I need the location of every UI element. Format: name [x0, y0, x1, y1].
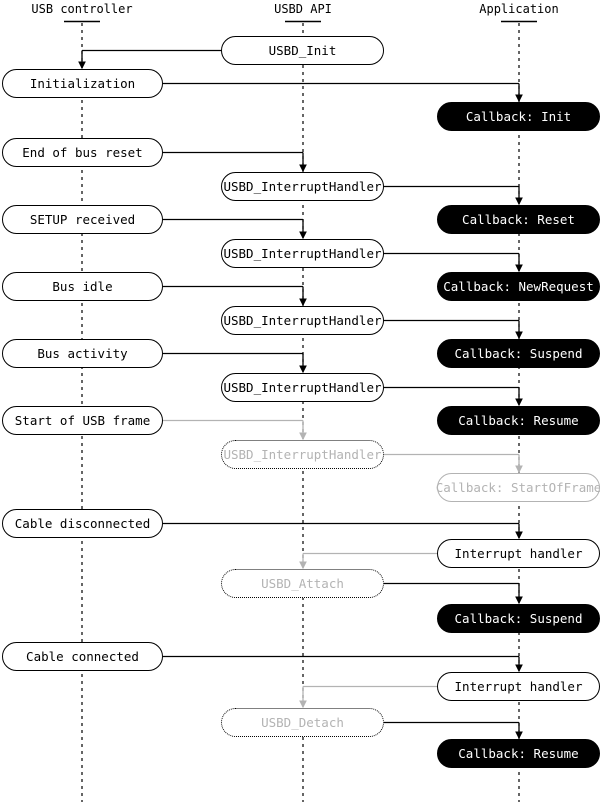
node-callback-reset[interactable]: Callback: Reset	[437, 205, 600, 234]
node-callback-resume[interactable]: Callback: Resume	[437, 406, 600, 435]
connector-n19-to-n20	[163, 522, 523, 540]
connector-n12-to-n14	[163, 352, 307, 374]
connector-n17-to-n18	[384, 453, 523, 474]
node-usbd-attach[interactable]: USBD_Attach	[221, 569, 384, 598]
node-interrupt-handler[interactable]: Interrupt handler	[437, 672, 600, 701]
connector-n15-to-n17	[163, 419, 307, 441]
connector-n4-to-n5	[163, 151, 307, 173]
node-callback-init[interactable]: Callback: Init	[437, 102, 600, 131]
node-end-of-bus-reset[interactable]: End of bus reset	[2, 138, 163, 167]
connector-n11-to-n13	[384, 319, 523, 340]
node-usbd-interrupthandler[interactable]: USBD_InterruptHandler	[221, 440, 384, 469]
node-usbd-interrupthandler[interactable]: USBD_InterruptHandler	[221, 373, 384, 402]
node-callback-newrequest[interactable]: Callback: NewRequest	[437, 272, 600, 301]
connector-n2-to-n3	[163, 82, 523, 103]
node-initialization[interactable]: Initialization	[2, 69, 163, 98]
node-bus-idle[interactable]: Bus idle	[2, 272, 163, 301]
node-usbd-interrupthandler[interactable]: USBD_InterruptHandler	[221, 306, 384, 335]
connector-n9-to-n11	[163, 285, 307, 307]
column-title-app: Application	[479, 2, 559, 16]
connector-n6-to-n8	[163, 218, 307, 240]
node-usbd-interrupthandler[interactable]: USBD_InterruptHandler	[221, 172, 384, 201]
column-title-controller: USB controller	[31, 2, 133, 16]
connector-n20-to-n21	[299, 552, 437, 570]
node-usbd-detach[interactable]: USBD_Detach	[221, 708, 384, 737]
connector-n25-to-n26	[384, 721, 523, 740]
connector-n5-to-n7	[384, 185, 523, 206]
node-callback-resume[interactable]: Callback: Resume	[437, 739, 600, 768]
node-cable-disconnected[interactable]: Cable disconnected	[2, 509, 163, 538]
connector-n8-to-n10	[384, 252, 523, 273]
node-callback-suspend[interactable]: Callback: Suspend	[437, 339, 600, 368]
connector-n14-to-n16	[384, 386, 523, 407]
connector-n1-to-n2	[78, 49, 221, 70]
connector-n23-to-n24	[163, 655, 523, 673]
node-start-of-usb-frame[interactable]: Start of USB frame	[2, 406, 163, 435]
column-title-usbd: USBD API	[274, 2, 332, 16]
node-setup-received[interactable]: SETUP received	[2, 205, 163, 234]
connector-n24-to-n25	[299, 685, 437, 709]
lifelines-layer	[64, 20, 537, 802]
node-callback-startofframe[interactable]: Callback: StartOfFrame	[436, 473, 600, 502]
connector-n21-to-n22	[384, 582, 523, 605]
connectors-layer	[78, 49, 523, 740]
node-usbd-interrupthandler[interactable]: USBD_InterruptHandler	[221, 239, 384, 268]
node-callback-suspend[interactable]: Callback: Suspend	[437, 604, 600, 633]
node-interrupt-handler[interactable]: Interrupt handler	[437, 539, 600, 568]
node-usbd-init[interactable]: USBD_Init	[221, 36, 384, 65]
node-bus-activity[interactable]: Bus activity	[2, 339, 163, 368]
node-cable-connected[interactable]: Cable connected	[2, 642, 163, 671]
